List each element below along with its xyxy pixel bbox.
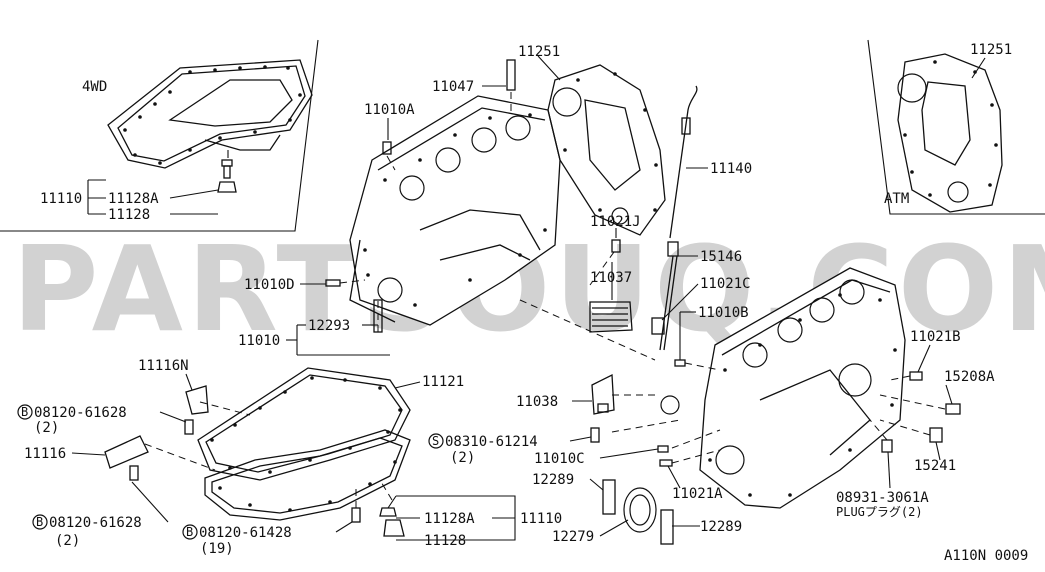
label-11140: 11140 xyxy=(710,161,752,177)
dowel-11021a xyxy=(659,459,673,467)
rear-plate-atm xyxy=(897,53,1003,213)
part-labels: 11251 11047 11010A 11140 11021J 15146 11… xyxy=(24,44,995,549)
diagram-code: A110N 0009 xyxy=(944,548,1028,564)
baffle-plate xyxy=(589,301,633,333)
bolt-b2-code: 08120-61628 xyxy=(49,515,142,531)
dowel-11010b xyxy=(674,359,686,367)
label-11128a: 11128A xyxy=(424,511,475,527)
cylinder-block-upper xyxy=(349,95,561,326)
bolt-s1-prefix: S xyxy=(432,434,439,448)
bolt-s1 xyxy=(590,427,600,443)
bolt-callouts: B 08120-61628 (2) B 08120-61628 (2) B 08… xyxy=(17,404,929,557)
label-15146: 15146 xyxy=(700,249,742,265)
plug-15241 xyxy=(929,427,943,443)
side-seal-12289-a xyxy=(602,479,616,515)
assembly-lines xyxy=(144,92,946,508)
bolt-s1-qty: (2) xyxy=(450,450,475,466)
side-seal-12289-b xyxy=(660,509,674,545)
bolt-b3 xyxy=(351,507,361,523)
label-12293: 12293 xyxy=(308,318,350,334)
bolt-11047 xyxy=(506,59,516,91)
label-11021b: 11021B xyxy=(910,329,961,345)
inset-4wd-title: 4WD xyxy=(82,79,107,95)
inset-atm-label-11251: 11251 xyxy=(970,42,1012,58)
label-11038: 11038 xyxy=(516,394,558,410)
label-11010a: 11010A xyxy=(364,102,415,118)
label-15241: 15241 xyxy=(914,458,956,474)
bolt-b1-prefix: B xyxy=(21,405,28,419)
sensor-15208a xyxy=(945,403,961,415)
inset-atm: ATM 11251 xyxy=(867,39,1045,215)
label-4wd-11128: 11128 xyxy=(108,207,150,223)
label-11010d: 11010D xyxy=(244,277,295,293)
label-11116n: 11116N xyxy=(138,358,189,374)
rear-oil-seal xyxy=(623,487,657,533)
label-11121: 11121 xyxy=(422,374,464,390)
label-11021j: 11021J xyxy=(590,214,641,230)
label-11128: 11128 xyxy=(424,533,466,549)
label-11047: 11047 xyxy=(432,79,474,95)
label-12289-b: 12289 xyxy=(700,519,742,535)
rear-plate xyxy=(547,64,666,236)
bolt-b3-qty: (19) xyxy=(200,541,234,557)
plug-code: 08931-3061A xyxy=(836,490,929,506)
oil-pan-4wd xyxy=(107,59,313,169)
washer-11128a xyxy=(379,507,397,517)
bracket-11038 xyxy=(591,373,615,415)
label-11010: 11010 xyxy=(238,333,280,349)
label-11251: 11251 xyxy=(518,44,560,60)
plug-11021b xyxy=(909,371,923,381)
dowel-11010c xyxy=(657,445,669,453)
label-11116: 11116 xyxy=(24,446,66,462)
label-15208a: 15208A xyxy=(944,369,995,385)
leader-lines xyxy=(71,55,953,541)
plug-cap xyxy=(660,395,680,415)
label-11037: 11037 xyxy=(590,270,632,286)
cylinder-block-lower xyxy=(699,267,906,509)
label-4wd-11128a: 11128A xyxy=(108,191,159,207)
bracket-11116 xyxy=(104,435,149,469)
bolt-b3-code: 08120-61428 xyxy=(199,525,292,541)
bolt-b2 xyxy=(129,465,139,481)
bolt-s1-code: 08310-61214 xyxy=(445,434,538,450)
label-11021c: 11021C xyxy=(700,276,751,292)
plug-11021j xyxy=(611,239,621,253)
oil-pan-main xyxy=(197,367,411,521)
bolt-b2-qty: (2) xyxy=(55,533,80,549)
label-11010c: 11010C xyxy=(534,451,585,467)
bolt-b1-qty: (2) xyxy=(34,420,59,436)
label-12279: 12279 xyxy=(552,529,594,545)
dipstick-guide xyxy=(651,241,679,351)
bracket-11116n xyxy=(185,385,209,415)
label-11021a: 11021A xyxy=(672,486,723,502)
label-11110: 11110 xyxy=(520,511,562,527)
bolt-b3-prefix: B xyxy=(186,525,193,539)
label-4wd-11110: 11110 xyxy=(40,191,82,207)
bolt-b2-prefix: B xyxy=(36,515,43,529)
drain-plug-11128 xyxy=(383,519,405,537)
inset-4wd: 4WD 11110 11128A xyxy=(0,39,319,232)
bolt-b1-code: 08120-61628 xyxy=(34,405,127,421)
plug-note: PLUGプラグ(2) xyxy=(836,505,923,519)
dipstick xyxy=(669,85,698,239)
label-12289-a: 12289 xyxy=(532,472,574,488)
bolt-b1 xyxy=(184,419,194,435)
plug-08931 xyxy=(881,439,893,453)
label-11010b: 11010B xyxy=(698,305,749,321)
dowel-11010a xyxy=(382,141,392,155)
inset-atm-title: ATM xyxy=(884,191,909,207)
